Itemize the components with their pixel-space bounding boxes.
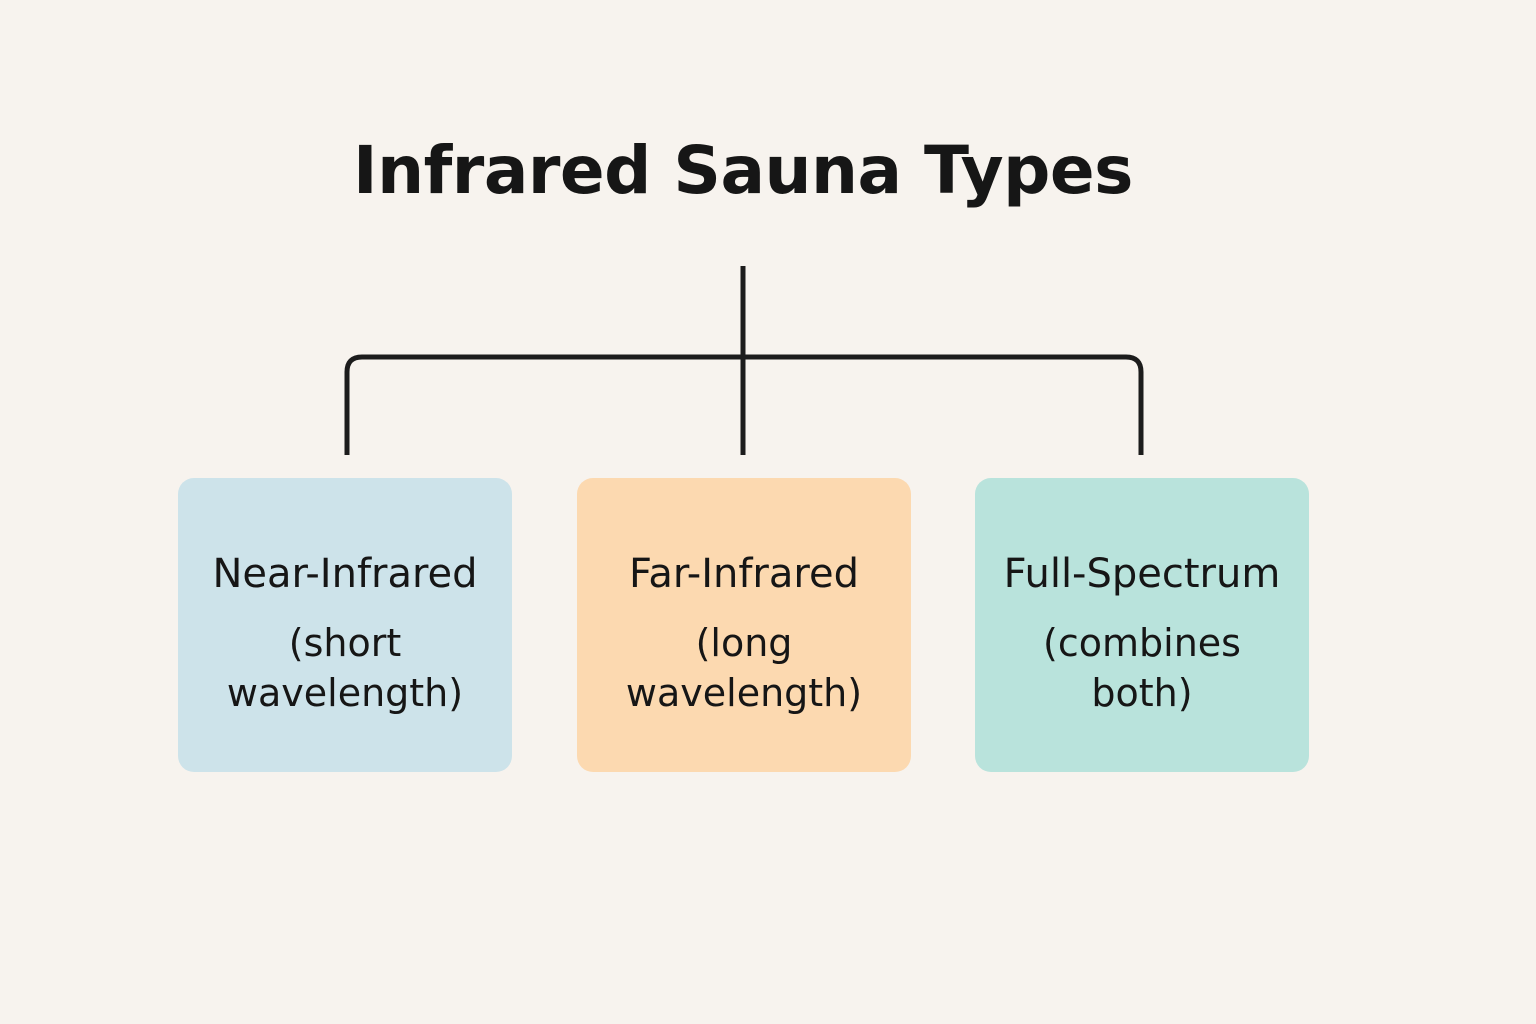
type-name: Far-Infrared <box>629 551 859 597</box>
connector-branch <box>344 354 1144 455</box>
type-name: Full-Spectrum <box>1003 551 1281 597</box>
type-description: (long wavelength) <box>625 621 863 716</box>
diagram-title: Infrared Sauna Types <box>353 132 1133 209</box>
type-box-full-spectrum: Full-Spectrum (combines both) <box>975 478 1309 772</box>
type-description: (short wavelength) <box>226 621 464 716</box>
type-description: (combines both) <box>1043 621 1241 716</box>
type-name: Near-Infrared <box>212 551 478 597</box>
type-box-far-infrared: Far-Infrared (long wavelength) <box>577 478 911 772</box>
type-box-near-infrared: Near-Infrared (short wavelength) <box>178 478 512 772</box>
